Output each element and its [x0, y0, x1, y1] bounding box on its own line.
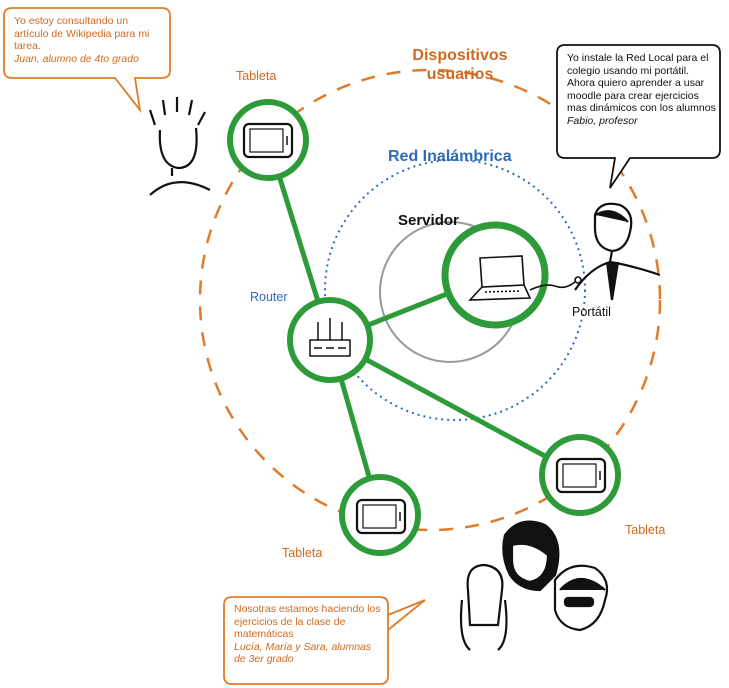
wireless-zone-circle [324, 159, 586, 421]
users-zone-circle [198, 68, 662, 532]
person-icon [148, 97, 211, 196]
person-icon [459, 520, 609, 651]
server-label: Servidor [398, 212, 459, 229]
tablet-icon [242, 122, 294, 159]
bubble-fabio: Yo instale la Red Local para el colegio … [567, 52, 717, 127]
bubble-juan-text: Yo estoy consultando un artículo de Wiki… [14, 15, 150, 52]
server-laptop-node [441, 221, 582, 329]
tablet-icon [555, 457, 607, 494]
bubble-juan-author: Juan, alumno de 4to grado [14, 52, 139, 65]
bubble-fabio-text: Yo instale la Red Local para el colegio … [567, 52, 716, 114]
laptop-icon [468, 255, 582, 301]
router-label: Router [250, 290, 288, 304]
bubble-fabio-shape [556, 44, 721, 189]
router-node [287, 297, 373, 383]
users-zone-title: Dispositivos usuarios [412, 47, 508, 83]
tablet-icon [355, 498, 407, 535]
bubble-girls-text: Nosotras estamos haciendo los ejercicios… [234, 603, 381, 640]
tablet-bottom-right-node [539, 434, 621, 516]
bubble-girls-shape [223, 596, 426, 685]
person-icon [574, 202, 661, 301]
wireless-title: Red Inalámbrica [388, 148, 512, 165]
tablet-bottom-left-label: Tableta [282, 546, 323, 560]
tablet-bottom-right-label: Tableta [625, 523, 666, 537]
tablet-bottom-left-node [339, 474, 421, 556]
laptop-label: Portátil [572, 305, 611, 319]
tablet-top-label: Tableta [236, 69, 277, 83]
bubble-juan-shape [3, 7, 171, 114]
bubble-juan: Yo estoy consultando un artículo de Wiki… [14, 15, 164, 65]
bubble-girls: Nosotras estamos haciendo los ejercicios… [234, 603, 384, 666]
tablet-top-node [227, 99, 309, 181]
router-icon [309, 318, 351, 357]
bubble-fabio-author: Fabio, profesor [567, 114, 638, 127]
bubble-girls-author: Lucía, María y Sara, alumnas de 3er grad… [234, 640, 372, 666]
